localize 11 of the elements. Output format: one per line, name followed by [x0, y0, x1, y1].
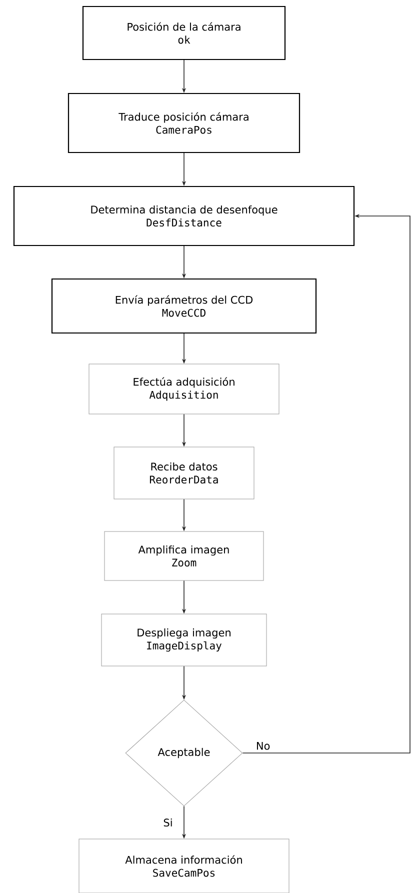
process-box: Efectúa adquisición Adquisition [88, 364, 280, 414]
edge-label: Si [164, 818, 172, 827]
process-box: Despliega imagen ImageDisplay [101, 614, 267, 666]
process-box: Envía parámetros del CCD MoveCCD [51, 278, 317, 334]
process-box: Traduce posición cámara CameraPos [68, 92, 300, 154]
process-box: Almacena información SaveCamPos [78, 838, 290, 893]
process-box: Recibe datos ReorderData [114, 446, 254, 500]
process-box: Amplifica imagen Zoom [104, 531, 264, 581]
process-box: Posición de la cámara ok [82, 6, 286, 60]
edge-label: No [256, 742, 270, 750]
process-box: Determina distancia de desenfoque DesfDistance [13, 186, 355, 246]
